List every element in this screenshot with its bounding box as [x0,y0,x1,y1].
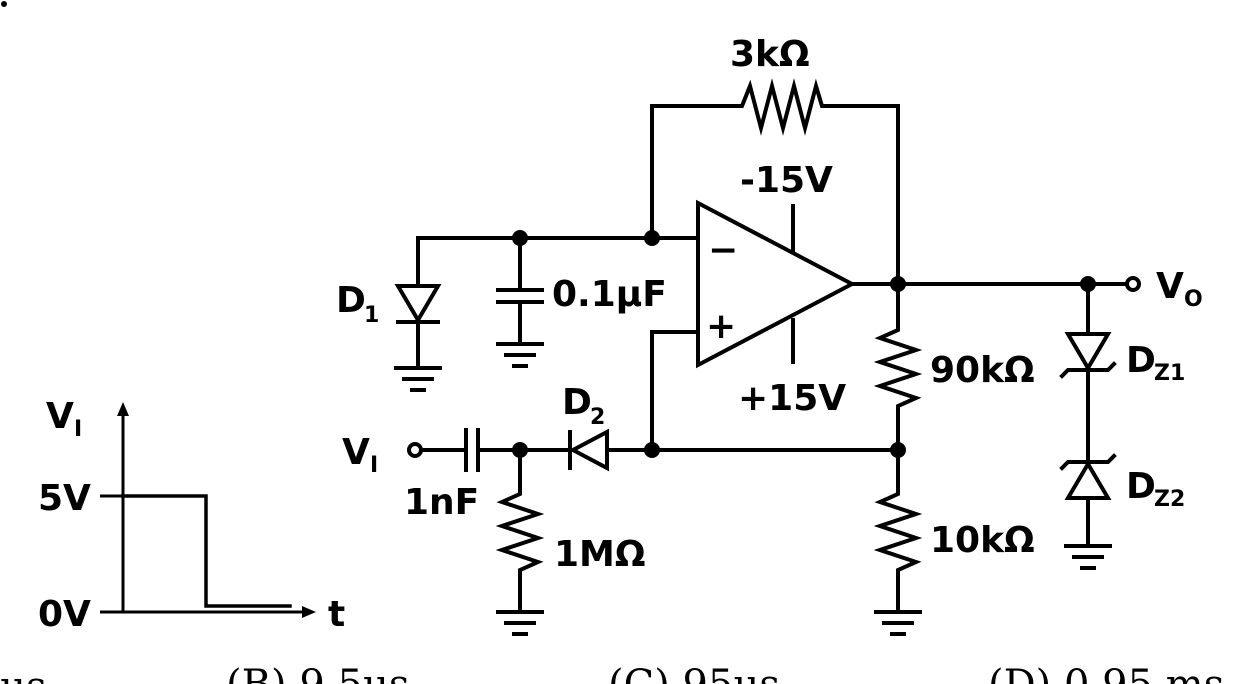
waveform-low-label: 0V [38,594,91,635]
d2-diode-symbol [568,428,609,472]
option-b: (B) 9.5μs [226,662,409,684]
d1-label: D [336,280,366,321]
stray-mark [1,1,7,7]
input-resistor [495,448,545,614]
noninv-input-wire [650,330,700,452]
lower-divider-label: 10kΩ [930,520,1035,561]
d1-diode-symbol [394,284,442,324]
waveform-x-label: t [328,594,345,635]
opamp-minus-sign: − [708,230,738,271]
d1-label-sub: 1 [364,303,379,328]
option-c: (C) 95μs [608,662,780,684]
input-cap-label: 1nF [404,482,479,523]
feedback-wire [650,78,900,286]
zener1-label: D [1126,340,1156,381]
neg-supply-label: -15V [740,160,833,201]
lower-divider-resistor [873,448,923,614]
zener2-label: D [1126,466,1156,507]
option-d: (D) 0.95 ms [988,662,1224,684]
input-res-label: 1MΩ [554,534,645,575]
d2-label-sub: 2 [590,405,605,430]
output-label-sub: O [1184,287,1203,312]
cap-timing-label: 0.1µF [552,274,667,315]
output-label: V [1156,266,1184,307]
input-res-ground-icon [496,610,544,636]
waveform-x-arrow-icon [302,606,316,618]
pos-supply-label: +15V [738,378,846,419]
feedback-resistor-label: 3kΩ [730,34,810,75]
output-terminal [1125,276,1141,292]
upper-divider-resistor [873,282,923,452]
option-a-partial: μs [0,664,47,684]
node-inv-fb [644,230,660,246]
waveform-y-label: V [46,396,74,437]
waveform-high-label: 5V [38,478,91,519]
d2-label: D [562,382,592,423]
zener2-symbol [1064,460,1112,500]
upper-divider-label: 90kΩ [930,350,1035,391]
d1-ground-icon [394,366,442,392]
zener2-label-sub: Z2 [1154,487,1185,512]
input-label-sub: I [370,453,378,478]
zener-ground-icon [1064,544,1112,570]
waveform-trace [121,494,292,608]
waveform-y-arrow-icon [117,402,129,416]
waveform-y-label-sub: I [74,417,82,442]
input-label: V [342,432,370,473]
cap-ground-icon [496,342,544,368]
node-noninv [644,442,660,458]
opamp-plus-sign: + [706,306,736,347]
zener1-label-sub: Z1 [1154,361,1185,386]
divider-ground-icon [874,610,922,636]
zener1-symbol [1064,332,1112,372]
opamp-triangle [696,199,857,369]
